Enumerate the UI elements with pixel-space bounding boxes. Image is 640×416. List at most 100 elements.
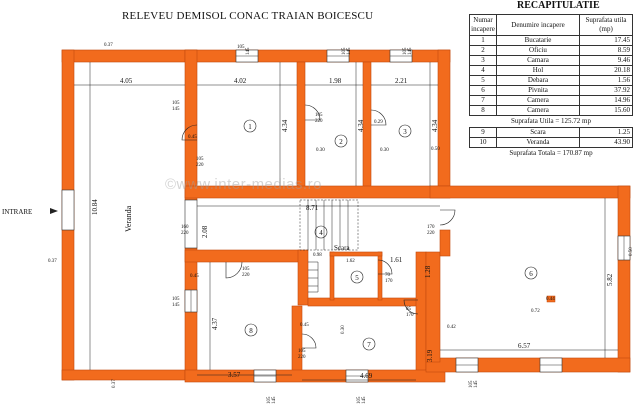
dim-room8-height: 4.37: [211, 317, 219, 330]
room-number-3: 3: [403, 128, 407, 136]
door-swings: [181, 104, 456, 349]
window-label: 145: [408, 47, 413, 55]
dim-045-c: 0.45: [190, 274, 199, 279]
dim-030-a: 0.30: [316, 148, 325, 153]
dim-room2-height: 4.34: [357, 119, 365, 132]
opening-labels: 105 145 105 145 105 145 105 220 105 220 …: [172, 45, 479, 404]
door-room8: [225, 261, 243, 279]
wall-pivnita-left: [425, 251, 441, 363]
door-label: 105: [242, 267, 250, 272]
grand-total: Suprafata Totala = 170.87 mp: [509, 149, 593, 157]
room-number-4: 4: [319, 229, 323, 237]
room-numbers: 1 2 3 4 5 6 7 8: [248, 123, 533, 349]
wall-room7-top: [307, 297, 424, 307]
door-debara: [377, 259, 393, 275]
wall-main-left-lower: [184, 247, 198, 381]
wall-debara-right: [377, 251, 383, 301]
dim-162: 1.62: [346, 259, 355, 264]
cell-nr: 2: [469, 45, 497, 56]
dim-037-left: 0.37: [48, 259, 57, 264]
door-room7-right: [403, 299, 419, 315]
cell-name: Bucatarie: [496, 35, 580, 46]
dim-room3-width: 2.21: [395, 77, 408, 85]
wall-veranda-bottom: [61, 369, 187, 381]
recap-table: Numar incapere Denumire incapere Suprafa…: [469, 14, 633, 159]
dim-072: 0.72: [531, 309, 540, 314]
cell-nr: 6: [469, 85, 497, 96]
dim-050-b: 0.50: [629, 247, 634, 256]
dim-pivnita-width: 6.57: [518, 342, 531, 350]
cell-area: 9.46: [579, 55, 633, 66]
dim-050-a: 0.50: [431, 147, 440, 152]
cell-nr: 10: [469, 137, 497, 148]
dim-room1-width: 4.02: [234, 77, 247, 85]
wall-pivnita-top: [429, 185, 631, 199]
door-label: 170: [406, 313, 414, 318]
cell-nr: 9: [469, 127, 497, 138]
door-label: 220: [181, 231, 189, 236]
dim-098: 0.98: [313, 253, 322, 258]
col-number: Numar incapere: [469, 14, 497, 36]
door-pivnita: [439, 209, 456, 226]
dim-042: 0.42: [447, 325, 456, 330]
cell-area: 37.92: [579, 85, 633, 96]
cell-nr: 8: [469, 105, 497, 116]
window-label: 105: [172, 297, 180, 302]
cell-name: Pivnita: [496, 85, 580, 96]
watermark: ©www.inter-medias.ro: [165, 176, 322, 193]
dim-room7-width: 4.69: [360, 372, 373, 380]
door-room3: [370, 109, 387, 126]
window-label: 105: [172, 101, 180, 106]
door-label: 220: [242, 273, 250, 278]
vertical-dims: 10.84 4.34 4.34 4.34 2.08 4.37 5.82 3.19…: [91, 119, 634, 388]
cell-area: 1.56: [579, 75, 633, 86]
wall-debara-top: [329, 251, 383, 257]
wall-divider-8-7: [291, 305, 303, 379]
veranda-label: Veranda: [124, 205, 133, 232]
door-label: 220: [298, 355, 306, 360]
cell-name: Camera: [496, 95, 580, 106]
dim-128: 1.28: [424, 265, 432, 278]
wall-hall-bottom-left: [184, 249, 301, 263]
window-label: 105: [237, 45, 245, 50]
window-label: 145: [172, 303, 180, 308]
dim-hall-height: 2.08: [201, 225, 209, 238]
door-label: 70: [385, 273, 391, 278]
door-veranda-room1: [181, 124, 198, 141]
entrance-label: INTRARE: [2, 208, 32, 216]
cell-name: Camera: [496, 105, 580, 116]
entrance-opening: [61, 189, 75, 231]
cell-nr: 4: [469, 65, 497, 76]
door-room7: [301, 333, 317, 349]
dim-pivnita-height: 5.82: [606, 273, 614, 286]
window-lines: [190, 55, 625, 377]
window-label: 105: [267, 396, 272, 404]
col-name: Denumire incapere: [496, 14, 580, 36]
window-label: 105: [357, 396, 362, 404]
window-label: 145: [246, 47, 251, 55]
walls: [61, 49, 631, 383]
door-label: 220: [315, 119, 323, 124]
cell-area: 8.59: [579, 45, 633, 56]
entrance-arrow-icon: [50, 208, 58, 214]
pillar: [546, 295, 556, 303]
col-area: Suprafata utila (mp): [579, 14, 633, 36]
door-label: 220: [196, 163, 204, 168]
dim-room8-width: 3.57: [228, 371, 241, 379]
dim-room7-height: 3.19: [426, 349, 434, 362]
cell-name: Debara: [496, 75, 580, 86]
dim-room1-height: 4.34: [281, 119, 289, 132]
window-label: 105: [403, 47, 408, 55]
cell-name: Scara: [496, 127, 580, 138]
cell-nr: 1: [469, 35, 497, 46]
dim-161: 1.61: [390, 256, 403, 264]
